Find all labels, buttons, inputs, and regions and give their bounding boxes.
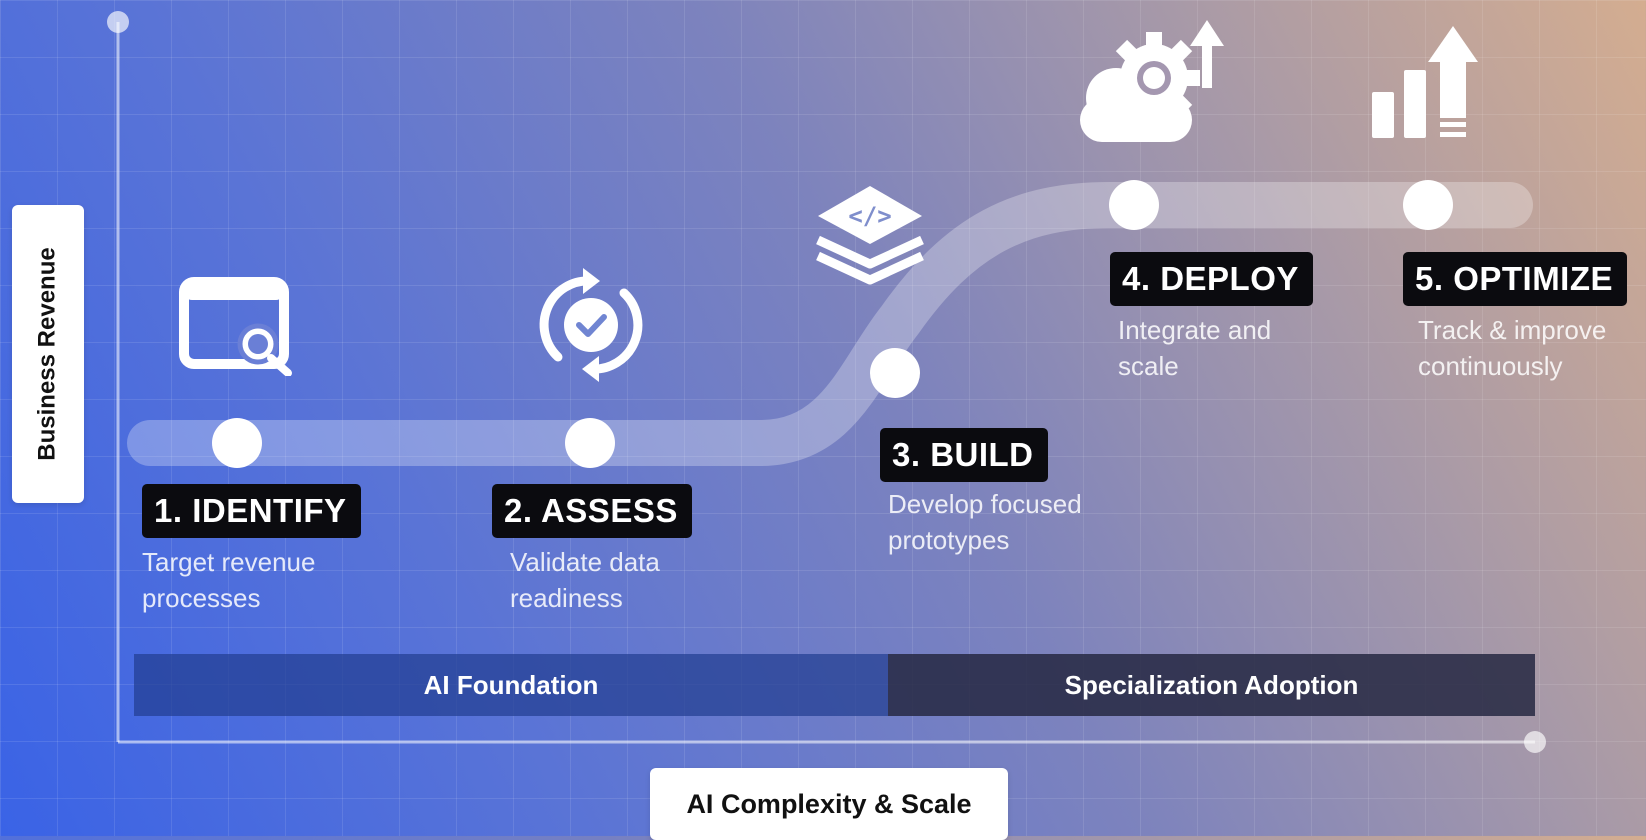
phase-specialization-adoption-label: Specialization Adoption [1064,669,1359,700]
search-window-icon [179,277,292,376]
step-2-title: 2. ASSESS [492,484,692,538]
phase-specialization-adoption: Specialization Adoption [888,654,1535,716]
step-marker-5 [1403,180,1453,230]
step-marker-1 [212,418,262,468]
step-marker-3 [870,348,920,398]
step-3-title: 3. BUILD [880,428,1048,482]
svg-text:</>: </> [848,202,891,230]
x-axis-end-dot [1524,731,1546,753]
step-marker-4 [1109,180,1159,230]
x-axis-label-text: AI Complexity & Scale [686,788,972,819]
step-3-description: Develop focused prototypes [888,489,1082,555]
y-axis-label-text: Business Revenue [34,247,62,461]
step-1-description: Target revenue processes [142,547,316,613]
phase-ai-foundation-label: AI Foundation [423,669,599,700]
y-axis-label: Business Revenue [12,205,84,503]
step-5-description: Track & improve continuously [1418,315,1607,381]
x-axis-label: AI Complexity & Scale [650,768,1008,840]
phase-ai-foundation: AI Foundation [134,654,888,716]
step-marker-2 [565,418,615,468]
step-5-title: 5. OPTIMIZE [1403,252,1628,306]
step-4-title: 4. DEPLOY [1110,252,1313,306]
progress-path [127,182,1533,466]
bar-chart-growth-icon [1372,26,1478,138]
refresh-check-icon [539,268,643,382]
step-2-description: Validate data readiness [510,547,660,613]
cloud-gear-upload-icon [1080,20,1224,142]
step-1-title: 1. IDENTIFY [142,484,361,538]
y-axis-end-dot [107,11,129,33]
code-layers-icon: </> [816,186,924,285]
step-4-description: Integrate and scale [1118,315,1272,381]
